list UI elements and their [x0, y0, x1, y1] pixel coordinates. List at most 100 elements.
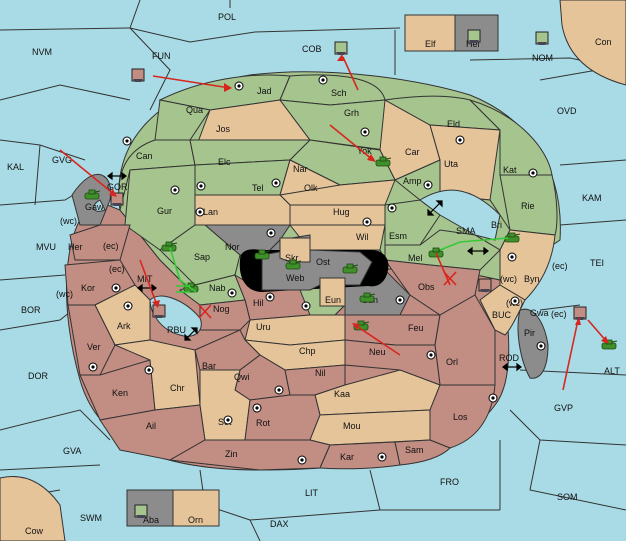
land-cow-label: Cow [25, 526, 44, 536]
province-aba[interactable] [126, 489, 174, 527]
sea-labels: POL NVM FUN COB NOM Con OVD KAL GVG KAM … [7, 12, 620, 536]
move-arrow [435, 252, 451, 286]
fleet-unit-icon[interactable] [573, 306, 587, 320]
supply-center-dot [380, 455, 384, 459]
label-yok: Yok [357, 146, 372, 156]
fleet-unit-icon[interactable] [478, 278, 492, 292]
fleet-unit-icon[interactable] [334, 41, 348, 55]
province-kar[interactable] [319, 441, 401, 470]
passage-gor-icon [107, 171, 127, 181]
label-ken: Ken [112, 388, 128, 398]
green-provinces [118, 74, 558, 306]
label-olk: Olk [304, 183, 318, 193]
province-hel-label: Hel [466, 39, 480, 49]
army-unit-icon[interactable] [342, 263, 359, 274]
army-unit-icon[interactable] [254, 249, 271, 260]
province-elf[interactable] [404, 14, 456, 52]
province-pir[interactable] [517, 308, 549, 379]
move-arrow [562, 319, 579, 391]
sea-gvg: GVG [52, 155, 72, 165]
land-cow[interactable] [0, 476, 66, 541]
label-eld: Eld [447, 119, 460, 129]
label-her: Her [68, 242, 83, 252]
label-los: Los [453, 412, 468, 422]
label-eun: Eun [325, 295, 341, 305]
army-unit-icon[interactable] [375, 156, 392, 167]
passage-sma-icon [467, 246, 489, 256]
sea-fun: FUN [152, 51, 171, 61]
coast-tag: (ec) [103, 241, 119, 251]
province-her[interactable] [69, 224, 131, 261]
land-con-label: Con [595, 37, 612, 47]
sea-kal: KAL [7, 162, 24, 172]
units[interactable] [84, 29, 618, 518]
army-unit-icon[interactable] [285, 259, 302, 270]
label-ail: Ail [146, 421, 156, 431]
fleet-unit-icon[interactable] [535, 31, 549, 45]
province-eun-box[interactable] [319, 277, 346, 307]
move-arrow [152, 75, 231, 89]
label-uta: Uta [444, 159, 458, 169]
army-unit-icon[interactable] [359, 292, 376, 303]
support-line [439, 237, 509, 251]
label-tel: Tel [252, 183, 264, 193]
label-mou: Mou [343, 421, 361, 431]
supply-center-dot [398, 298, 402, 302]
supply-center-dot [199, 184, 203, 188]
province-skr-box[interactable] [279, 237, 311, 263]
province-sam[interactable] [394, 439, 451, 466]
supply-center-dot [300, 458, 304, 462]
sea-mit: MIT [137, 274, 153, 284]
province-aba-label: Aba [143, 515, 159, 525]
sea-pol: POL [218, 12, 236, 22]
label-rie: Rie [521, 201, 535, 211]
label-skr: Skr [285, 253, 299, 263]
label-mel: Mel [408, 253, 423, 263]
province-orn[interactable] [172, 489, 220, 527]
label-nor: Nor [225, 242, 240, 252]
sea-mvu: MVU [36, 242, 56, 252]
label-bri: Bri [491, 220, 502, 230]
coast-tag: (ec) [109, 264, 125, 274]
province-gaw[interactable] [71, 173, 112, 226]
support-line [169, 247, 197, 293]
label-sap: Sap [194, 252, 210, 262]
move-arrowheads [109, 54, 609, 344]
supply-center-dot [429, 353, 433, 357]
label-nab: Nab [209, 283, 226, 293]
supply-center-dot [269, 231, 273, 235]
province-ver[interactable] [67, 304, 116, 376]
label-jad: Jad [257, 86, 272, 96]
label-hil: Hil [253, 298, 264, 308]
cut-markers [198, 271, 457, 319]
coast-tag: (ec) [552, 261, 568, 271]
label-nil: Nil [315, 368, 326, 378]
supply-center-dot [114, 286, 118, 290]
supply-center-dot [226, 418, 230, 422]
province-mou[interactable] [309, 409, 431, 446]
army-unit-icon[interactable] [161, 241, 178, 252]
fleet-unit-icon[interactable] [131, 68, 145, 82]
passage-esm-icon [427, 200, 443, 216]
supply-center-dot [539, 344, 543, 348]
label-ost: Ost [316, 257, 331, 267]
label-pir: Pir [524, 328, 535, 338]
move-arrow [342, 56, 359, 91]
province-zin[interactable] [168, 439, 331, 471]
army-unit-icon[interactable] [84, 189, 101, 200]
label-jos: Jos [216, 124, 231, 134]
fleet-unit-icon[interactable] [134, 504, 148, 518]
fleet-unit-icon[interactable] [152, 304, 166, 318]
province-esm[interactable] [384, 199, 441, 246]
supply-center-dot [426, 183, 430, 187]
supply-center-dot [510, 255, 514, 259]
label-ark: Ark [117, 321, 131, 331]
province-elc[interactable] [194, 159, 291, 196]
label-qwi: Qwi [234, 372, 250, 382]
fleet-unit-icon[interactable] [467, 29, 481, 43]
supply-centers [88, 75, 546, 465]
supply-center-dot [365, 220, 369, 224]
supply-center-dot [255, 406, 259, 410]
